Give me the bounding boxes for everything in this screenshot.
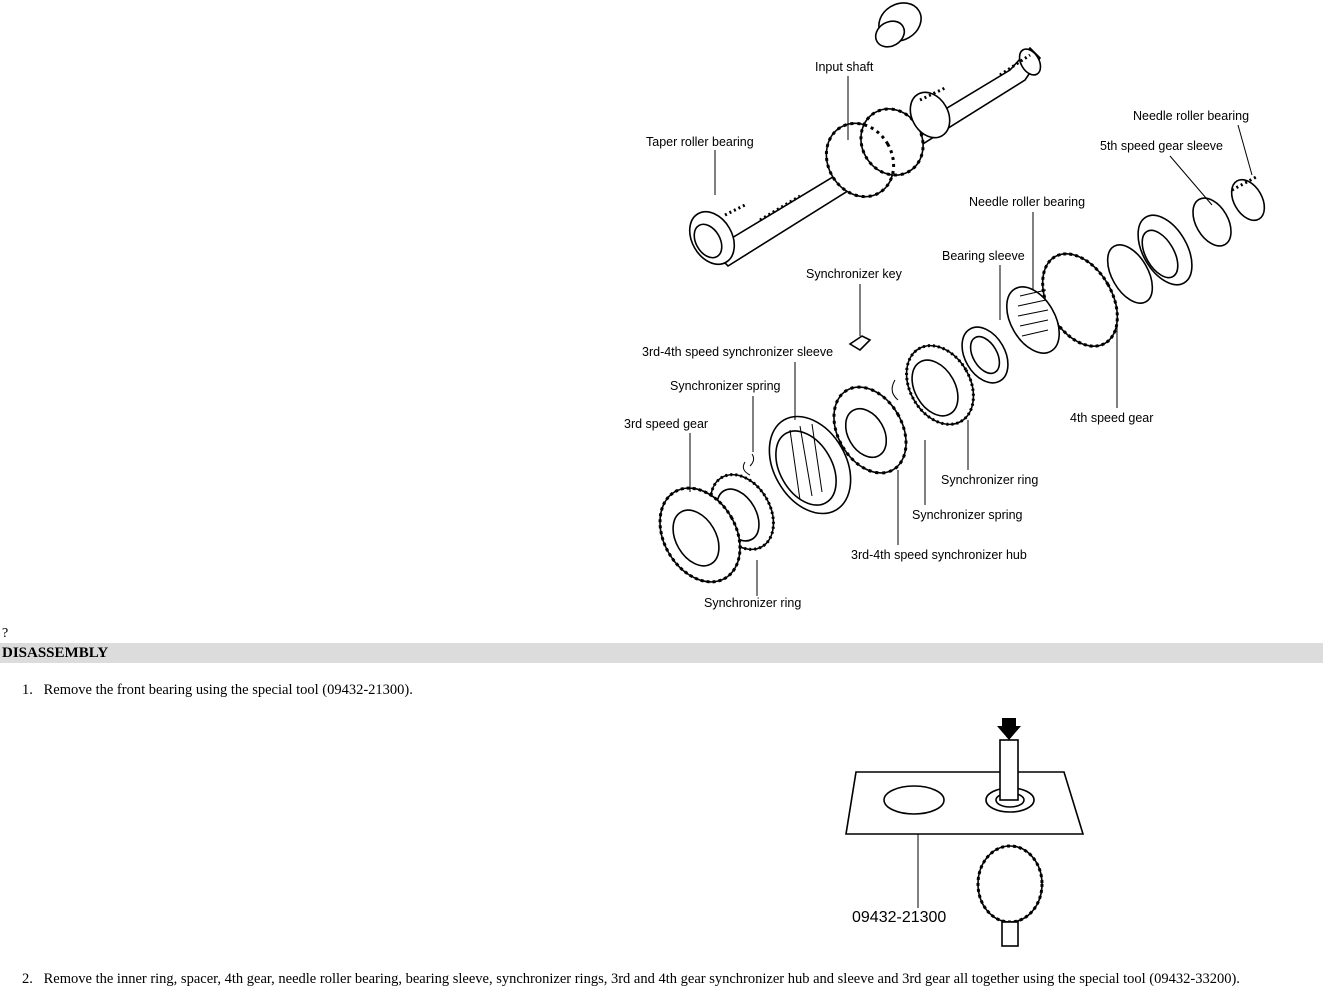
label-taper-roller-bearing: Taper roller bearing: [646, 135, 754, 149]
synchronizer-key: [848, 335, 872, 352]
third-speed-gear: [658, 486, 742, 584]
label-fifth-speed-gear-sleeve: 5th speed gear sleeve: [1100, 139, 1223, 153]
step-2: 2. Remove the inner ring, spacer, 4th ge…: [22, 971, 1240, 988]
tool-number-label: 09432-21300: [852, 909, 946, 926]
special-tool-figure: 09432-21300: [845, 718, 1085, 947]
synchronizer-ring-right: [905, 344, 975, 426]
label-synchronizer-ring-right: Synchronizer ring: [941, 473, 1038, 487]
exploded-view-diagram: Input shaft Taper roller bearing Needle …: [624, 2, 1266, 610]
fifth-speed-sleeve-assembly: [1137, 174, 1266, 286]
label-input-shaft: Input shaft: [815, 60, 874, 74]
synchronizer-sleeve: [768, 415, 852, 515]
label-third-speed-gear: 3rd speed gear: [624, 417, 708, 431]
step-1-number: 1.: [22, 682, 33, 698]
label-needle-roller-bearing: Needle roller bearing: [969, 195, 1085, 209]
synchronizer-spring-right: [891, 379, 899, 401]
taper-roller-bearing: [688, 203, 746, 266]
section-header-bar: [0, 643, 1323, 663]
label-needle-roller-bearing-top: Needle roller bearing: [1133, 109, 1249, 123]
synchronizer-hub: [832, 385, 908, 475]
label-sync-hub: 3rd-4th speed synchronizer hub: [851, 548, 1027, 562]
label-synchronizer-ring-bottom: Synchronizer ring: [704, 596, 801, 610]
synchronizer-spring-left: [742, 453, 755, 476]
label-synchronizer-key: Synchronizer key: [806, 267, 903, 281]
label-synchronizer-spring-right: Synchronizer spring: [912, 508, 1023, 522]
needle-roller-bearing: [1005, 286, 1061, 354]
step-1: 1. Remove the front bearing using the sp…: [22, 682, 413, 699]
label-sync-sleeve: 3rd-4th speed synchronizer sleeve: [642, 345, 833, 359]
step-2-number: 2.: [22, 971, 33, 987]
label-bearing-sleeve: Bearing sleeve: [942, 249, 1025, 263]
label-fourth-speed-gear: 4th speed gear: [1070, 411, 1153, 425]
step-1-text: Remove the front bearing using the speci…: [43, 682, 413, 698]
marker-text: ?: [2, 626, 9, 641]
input-shaft: [710, 46, 1042, 268]
section-title: DISASSEMBLY: [2, 645, 109, 661]
leader-lines: [689, 76, 1253, 596]
needle-bearing-top: [874, 2, 922, 48]
bearing-sleeve: [961, 326, 1009, 384]
label-synchronizer-spring-left: Synchronizer spring: [670, 379, 781, 393]
fourth-speed-gear: [1041, 244, 1154, 348]
diagram-labels: Input shaft Taper roller bearing Needle …: [624, 60, 1249, 610]
step-2-text: Remove the inner ring, spacer, 4th gear,…: [43, 971, 1240, 987]
